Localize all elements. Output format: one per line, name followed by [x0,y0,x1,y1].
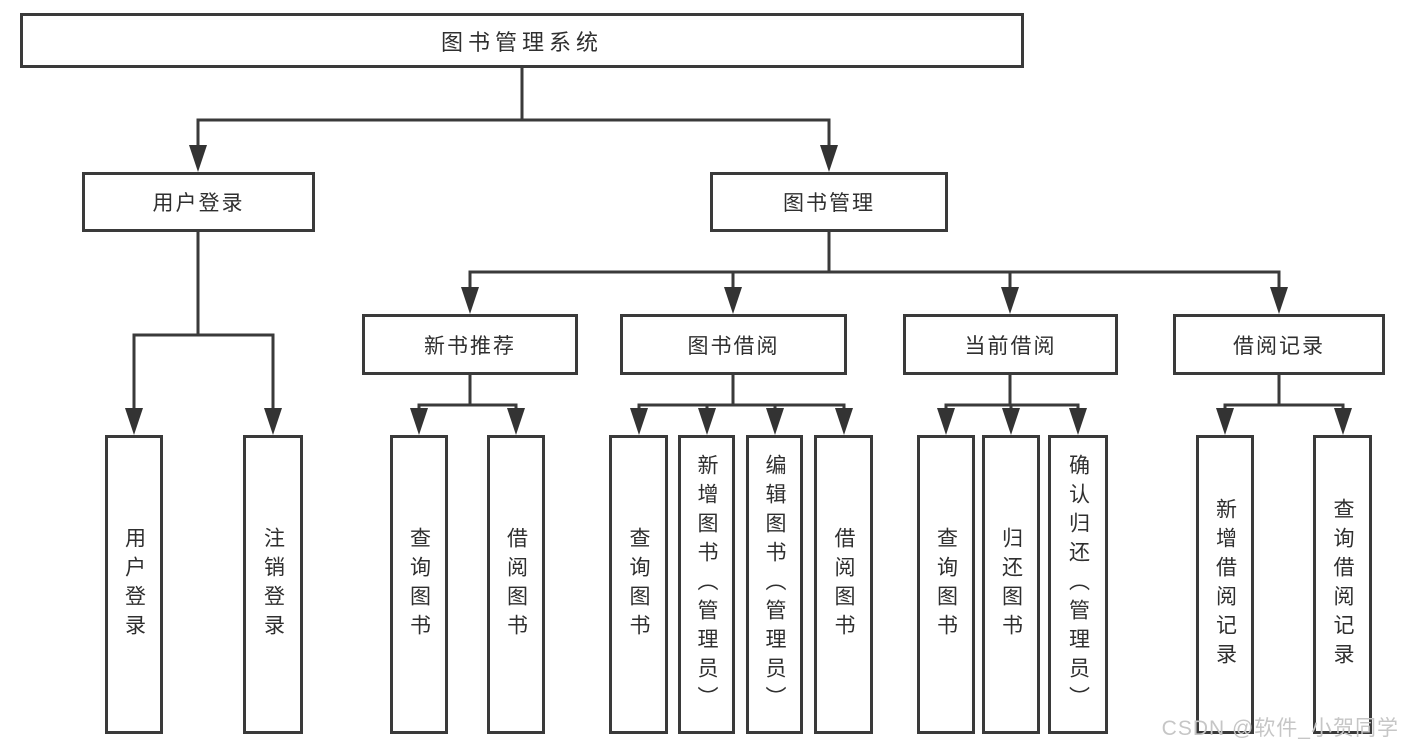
watermark: CSDN @软件_小贺同学 [1161,717,1399,740]
leaf-return-books-label: 归还图书 [999,526,1023,643]
node-user-login: 用户登录 [82,172,315,232]
node-user-login-label: 用户登录 [152,192,245,215]
leaf-edit-book-admin-label: 编辑图书（管理员） [763,454,786,715]
leaf-confirm-return-admin: 确认归还（管理员） [1048,435,1108,734]
leaf-query-books-current: 查询图书 [917,435,975,734]
leaf-borrow-books-recommend-label: 借阅图书 [504,526,528,643]
node-borrowing-records: 借阅记录 [1173,314,1385,375]
node-root: 图书管理系统 [20,13,1024,68]
leaf-query-borrow-record-label: 查询借阅记录 [1331,497,1354,672]
node-new-book-recommend: 新书推荐 [362,314,578,375]
leaf-edit-book-admin: 编辑图书（管理员） [746,435,803,734]
leaf-user-login-label: 用户登录 [122,526,146,643]
leaf-borrow-books-borrowing-label: 借阅图书 [832,526,855,643]
leaf-query-borrow-record: 查询借阅记录 [1313,435,1372,734]
leaf-confirm-return-admin-label: 确认归还（管理员） [1066,454,1090,715]
leaf-user-login: 用户登录 [105,435,163,734]
leaf-add-borrow-record-label: 新增借阅记录 [1213,497,1237,672]
leaf-query-books-recommend-label: 查询图书 [407,526,431,643]
node-book-management-label: 图书管理 [783,192,875,215]
node-borrowing-records-label: 借阅记录 [1233,334,1325,358]
leaf-add-book-admin: 新增图书（管理员） [678,435,735,734]
leaf-add-book-admin-label: 新增图书（管理员） [695,454,718,715]
node-current-borrowing-label: 当前借阅 [964,334,1057,358]
node-root-label: 图书管理系统 [440,29,603,55]
node-book-borrowing: 图书借阅 [620,314,847,375]
leaf-logout: 注销登录 [243,435,303,734]
node-new-book-recommend-label: 新书推荐 [424,334,516,358]
node-book-borrowing-label: 图书借阅 [687,334,780,358]
node-book-management: 图书管理 [710,172,948,232]
leaf-query-books-borrowing-label: 查询图书 [627,526,650,643]
node-current-borrowing: 当前借阅 [903,314,1118,375]
leaf-logout-label: 注销登录 [261,526,285,643]
leaf-borrow-books-recommend: 借阅图书 [487,435,545,734]
leaf-return-books: 归还图书 [982,435,1040,734]
connector-lines [132,68,1345,413]
leaf-borrow-books-borrowing: 借阅图书 [814,435,873,734]
arrowheads [125,145,1352,435]
leaf-query-books-current-label: 查询图书 [934,526,958,643]
leaf-add-borrow-record: 新增借阅记录 [1196,435,1254,734]
leaf-query-books-recommend: 查询图书 [390,435,448,734]
leaf-query-books-borrowing: 查询图书 [609,435,668,734]
